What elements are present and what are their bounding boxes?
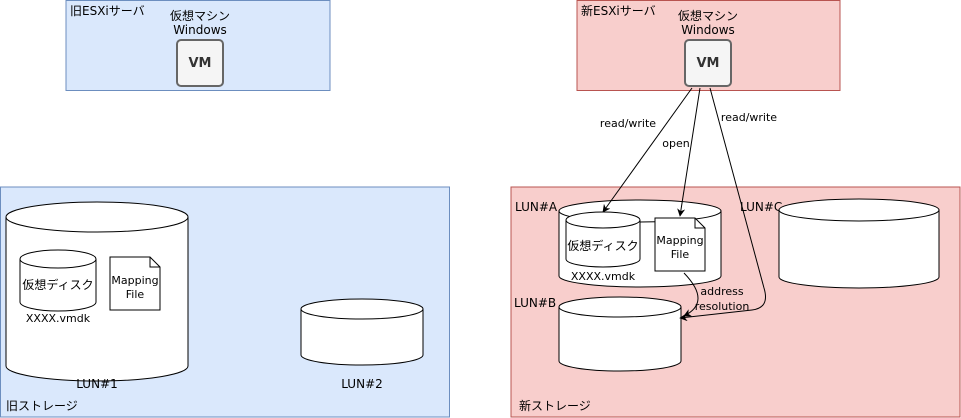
old-storage-label: 旧ストレージ — [6, 399, 78, 413]
new-mapping-line2: File — [671, 248, 690, 261]
edge-address-resolution[interactable] — [683, 272, 699, 317]
new-vm-badge: VM — [697, 56, 720, 71]
new-disk-label: 仮想ディスク — [567, 238, 638, 253]
lunb-cylinder[interactable] — [558, 296, 682, 372]
new-mapping-line1: Mapping — [656, 234, 703, 247]
new-mapping-file[interactable]: Mapping File — [654, 217, 706, 272]
old-mapping-line2: File — [126, 288, 145, 301]
lunb-label: LUN#B — [514, 296, 556, 310]
old-vm-badge: VM — [189, 56, 212, 71]
edge-read-write-left[interactable] — [602, 87, 693, 213]
old-storage[interactable]: 旧ストレージ LUN#1 仮想ディスク XXXX.vmdk Mapping Fi… — [0, 186, 450, 418]
old-disk-label: 仮想ディスク — [22, 277, 93, 292]
old-vm-os: Windows — [173, 23, 227, 37]
lun1-label: LUN#1 — [76, 377, 118, 391]
edges — [602, 87, 766, 322]
edge-label-open: open — [662, 137, 689, 150]
new-storage[interactable]: 新ストレージ LUN#A 仮想ディスク XXXX.vmdk Mapping Fi… — [510, 186, 961, 418]
old-mapping-line1: Mapping — [111, 274, 158, 287]
new-vm-box[interactable]: VM — [684, 39, 732, 87]
new-server-label: 新ESXiサーバ — [581, 3, 656, 18]
old-esxi-server[interactable]: 旧ESXiサーバ 仮想マシン Windows VM — [65, 0, 331, 91]
old-vm-box[interactable]: VM — [176, 39, 224, 87]
lun2-label: LUN#2 — [341, 377, 383, 391]
lunc-cylinder[interactable] — [778, 198, 940, 289]
edge-read-write-right[interactable] — [679, 87, 766, 322]
old-vm-title: 仮想マシン — [170, 8, 230, 23]
new-virtual-disk[interactable]: 仮想ディスク — [565, 211, 641, 268]
edge-label-read-write-right: read/write — [721, 111, 777, 124]
new-storage-label: 新ストレージ — [519, 398, 591, 413]
luna-label: LUN#A — [515, 200, 558, 214]
old-vmdk-label: XXXX.vmdk — [26, 312, 91, 325]
old-mapping-file[interactable]: Mapping File — [109, 256, 161, 311]
edge-label-read-write-left: read/write — [600, 117, 656, 130]
old-virtual-disk[interactable]: 仮想ディスク — [19, 249, 97, 312]
old-server-label: 旧ESXiサーバ — [70, 4, 145, 18]
new-vmdk-label: XXXX.vmdk — [571, 270, 636, 283]
edge-label-resolution: resolution — [695, 300, 750, 313]
edge-label-address: address — [700, 285, 743, 298]
new-esxi-server[interactable]: 新ESXiサーバ 仮想マシン Windows VM — [576, 0, 841, 91]
lunc-label: LUN#C — [740, 200, 782, 214]
lun2-cylinder[interactable] — [300, 298, 424, 366]
edge-open[interactable] — [677, 87, 701, 217]
new-vm-title: 仮想マシン — [678, 8, 738, 23]
new-vm-os: Windows — [681, 23, 735, 37]
